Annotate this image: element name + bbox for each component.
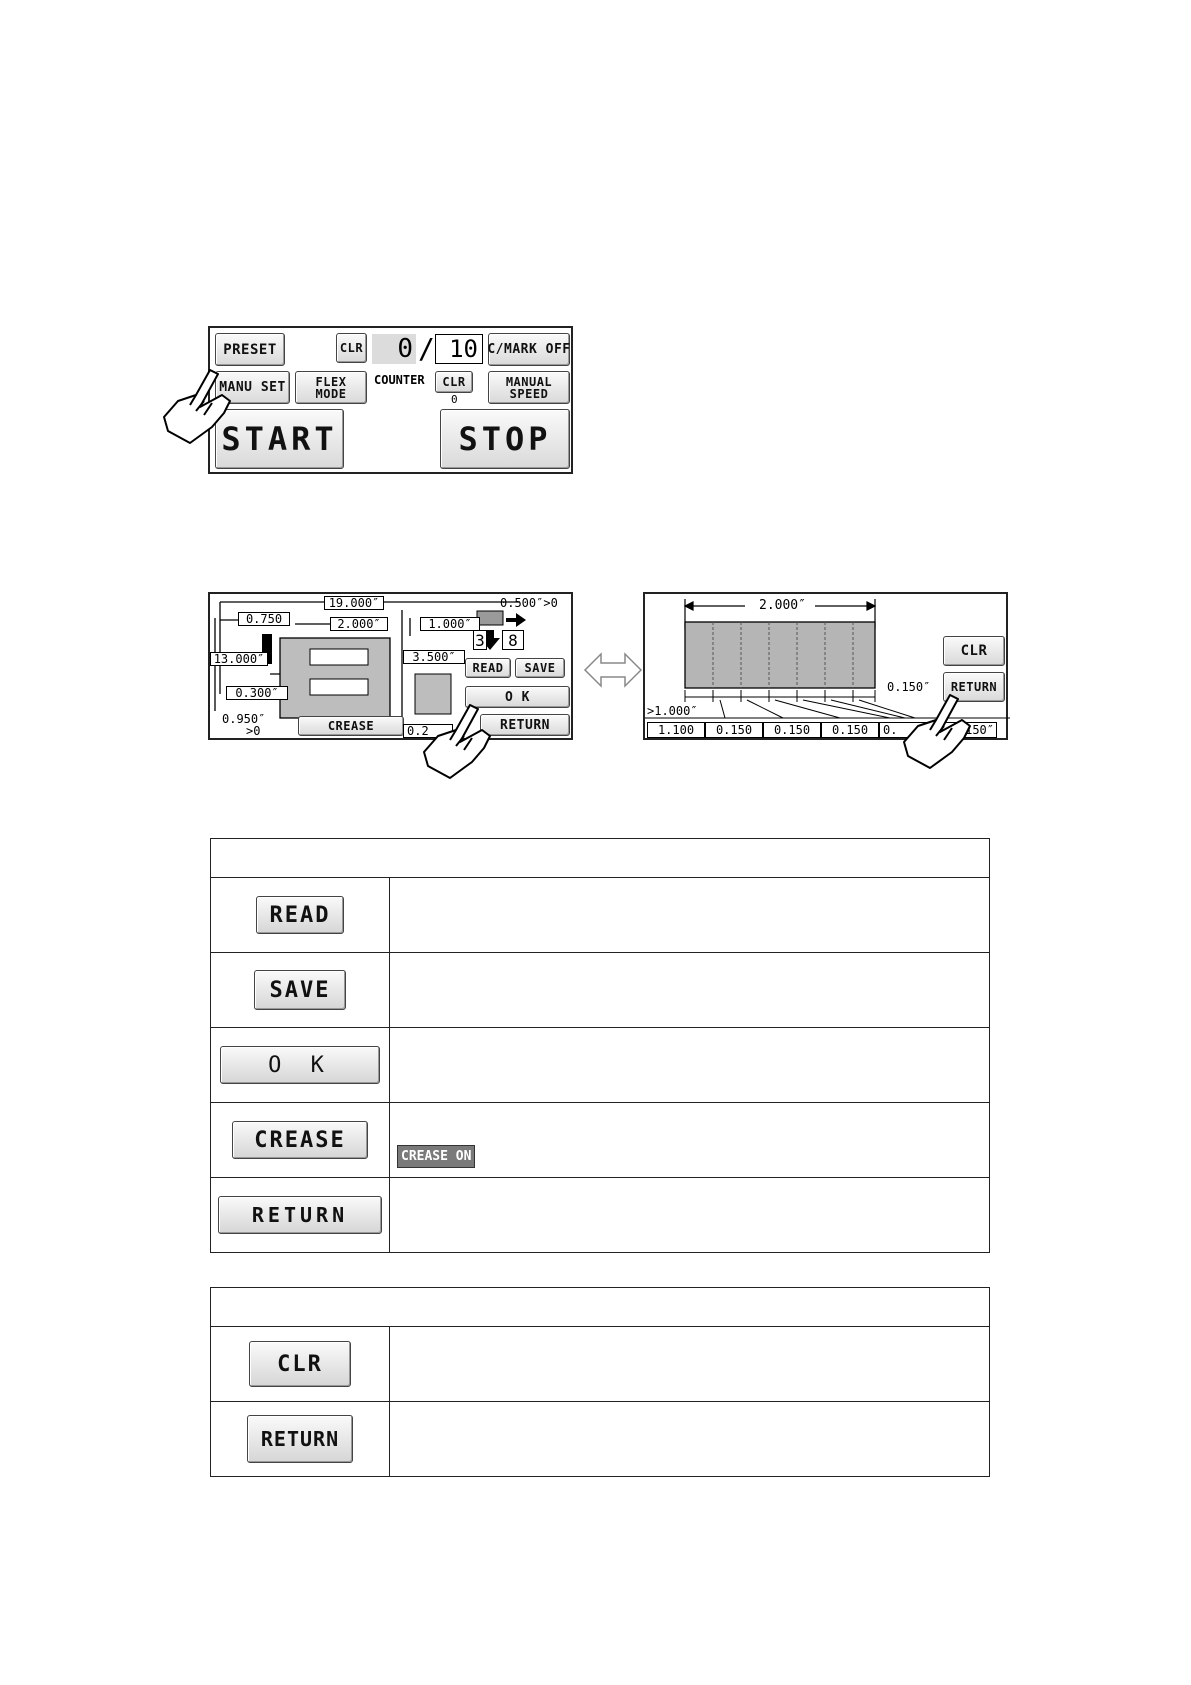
count-total-input[interactable]: 10 [435,334,483,364]
pointing-hand-icon [423,704,491,779]
read-description [389,877,990,953]
edge-left-input[interactable]: 0.300″ [226,686,288,700]
ok-description [389,1027,990,1103]
ok-button[interactable]: O K [465,686,570,708]
clear-total-button[interactable]: CLR [336,333,367,363]
cmark-off-button[interactable]: C/MARK OFF [487,333,570,366]
gap-right-input[interactable]: 1.000″ [420,617,480,631]
card-width-input[interactable]: 2.000″ [330,617,388,631]
count-value-display: 0 [372,334,416,364]
layout-buttons-table: READ SAVE O K CREASE CREASE ON RETURN [210,838,990,1253]
return-description [389,1177,990,1253]
crease-cell-1[interactable]: 1.100 [647,722,705,738]
save-description [389,952,990,1028]
corner-sub-label: >0 [246,724,261,738]
double-arrow-icon [583,652,643,688]
save-button[interactable]: SAVE [254,970,346,1010]
crease-cell-3[interactable]: 0.150 [763,722,821,738]
return-button[interactable]: RETURN [247,1415,353,1463]
counter-label: COUNTER [374,373,425,387]
start-button[interactable]: START [215,409,344,469]
clear-button[interactable]: CLR [249,1341,351,1387]
count-separator: / [418,332,435,365]
ok-button[interactable]: O K [220,1046,380,1084]
crease-description: CREASE ON [389,1102,990,1178]
table-header [210,838,990,878]
preset-button[interactable]: PRESET [215,333,285,366]
return-description [389,1401,990,1477]
crease-cell-4[interactable]: 0.150 [821,722,879,738]
stop-button[interactable]: STOP [440,409,570,469]
crease-on-badge: CREASE ON [397,1144,476,1168]
read-button[interactable]: READ [256,896,344,934]
return-button[interactable]: RETURN [218,1196,382,1234]
main-panel-screen: PRESET CLR 0 / 10 C/MARK OFF MANU SET FL… [208,326,573,474]
layout-diagram [214,601,526,729]
return-button[interactable]: RETURN [480,714,570,736]
clear-description [389,1326,990,1402]
counter-value: 0 [451,393,458,406]
clear-button[interactable]: CLR [943,636,1005,666]
crease-buttons-table: CLR RETURN [210,1287,990,1477]
count-down-input[interactable]: 8 [502,630,524,650]
sheet-height-input[interactable]: 13.000″ [210,652,268,666]
crease-button[interactable]: CREASE [298,716,404,736]
manual-speed-button[interactable]: MANUAL SPEED [488,371,570,404]
right-value-label: 0.150″ [887,680,931,694]
clear-counter-button[interactable]: CLR [435,371,473,393]
corner-label: 0.950″ [222,712,266,726]
save-button[interactable]: SAVE [515,658,565,678]
layout-settings-screen: 19.000″ 0.500″>0 0.750 2.000″ 1.000″ 3 8… [208,592,573,740]
flex-mode-button[interactable]: FLEX MODE [295,371,367,404]
card-height-input[interactable]: 3.500″ [403,650,465,664]
count-across-input[interactable]: 3 [473,630,487,650]
crease-diagram [645,599,1010,719]
sheet-length-input[interactable]: 19.000″ [324,596,384,610]
left-margin-input[interactable]: 0.750 [238,612,290,626]
width-label: 2.000″ [757,598,808,613]
start-value-label: >1.000″ [647,704,698,718]
pointing-hand-icon [163,369,231,444]
offset-x-label: 0.500″>0 [500,596,558,610]
crease-cell-2[interactable]: 0.150 [705,722,763,738]
table-header [210,1287,990,1327]
crease-button[interactable]: CREASE [232,1121,368,1159]
read-button[interactable]: READ [465,658,511,678]
pointing-hand-icon [903,694,971,769]
